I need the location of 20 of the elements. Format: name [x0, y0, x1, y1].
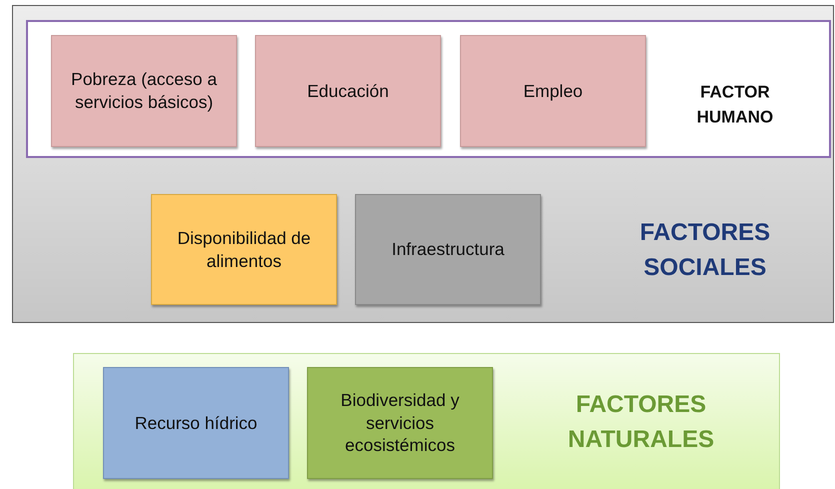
factor-label: Recurso hídrico: [134, 412, 258, 434]
panel-background: [26, 20, 831, 158]
panel-title: FACTORES NATURALES: [566, 390, 716, 455]
factor-box: [51, 35, 237, 147]
factor-box: [255, 35, 441, 147]
factor-label: Empleo: [522, 80, 584, 102]
panel-background: [73, 353, 780, 489]
factor-label: Disponibilidad de alimentos: [176, 226, 312, 272]
factor-label: Infraestructura: [390, 238, 506, 261]
factor-box: [460, 35, 646, 147]
panel-title: FACTOR HUMANO: [696, 81, 774, 128]
factor-label: Pobreza (acceso a servicios básicos): [70, 68, 218, 114]
factor-box: [103, 367, 289, 479]
factor-label: Biodiversidad y servicios ecosistémicos: [340, 388, 460, 458]
factor-label: Educación: [306, 80, 390, 102]
factor-box: [355, 194, 541, 305]
factor-box: [151, 194, 337, 305]
panel-title: FACTORES SOCIALES: [638, 218, 772, 283]
factor-box: [307, 367, 493, 479]
panel-background: [12, 5, 834, 323]
